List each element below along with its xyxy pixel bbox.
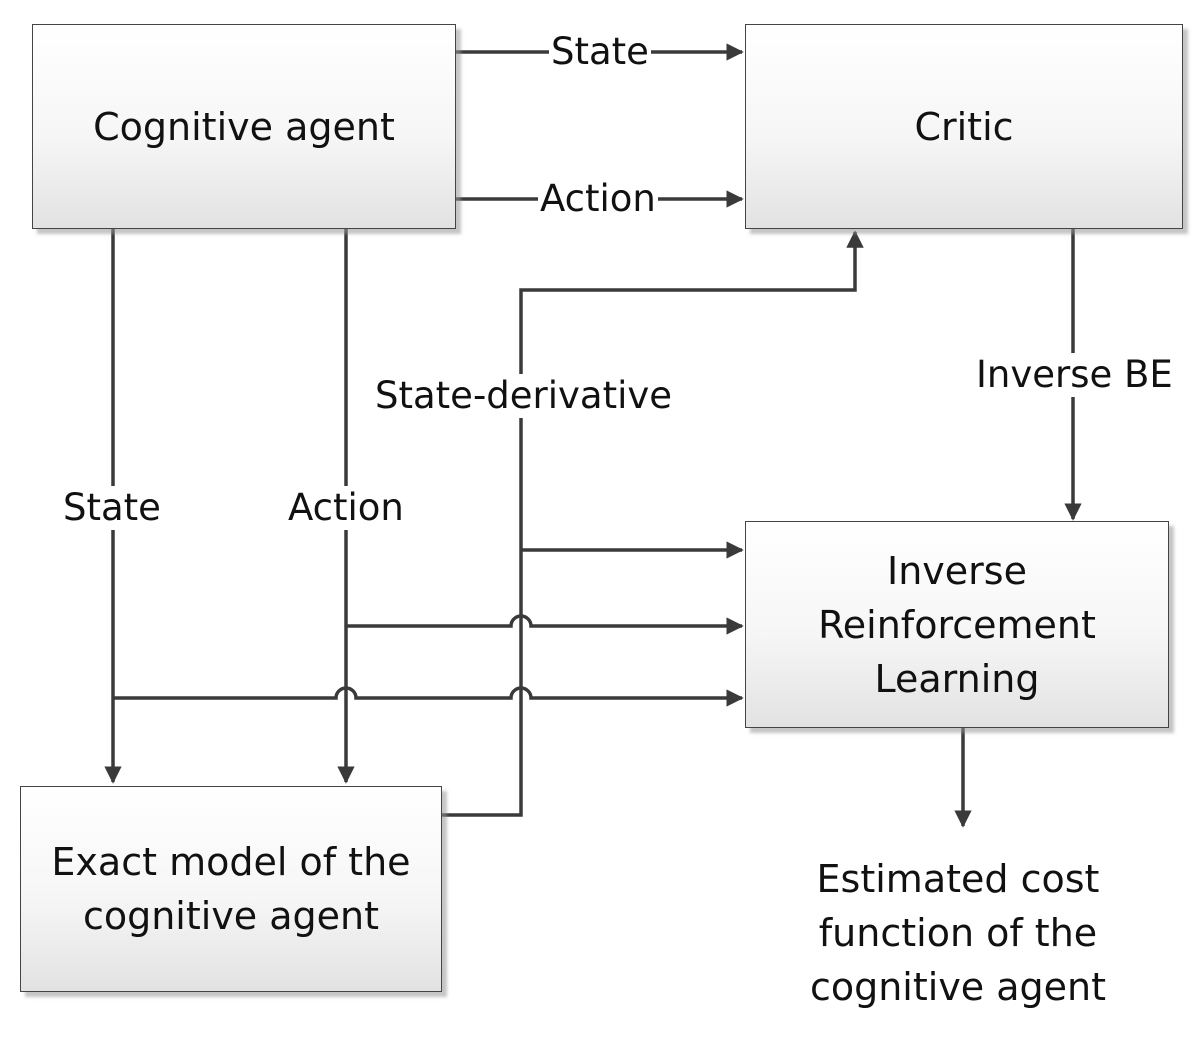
node-cognitive-agent-label: Cognitive agent [93,104,395,149]
node-cognitive-agent: Cognitive agent [32,24,456,229]
edge-label-state-left: State [61,486,163,530]
arrow-state-to-irl [113,686,744,707]
node-critic-label: Critic [914,104,1014,149]
node-inverse-reinforcement-learning: Inverse Reinforcement Learning [745,521,1169,728]
node-exact-model-label: Exact model of the cognitive agent [51,840,411,938]
arrow-action-to-irl [346,614,744,635]
edge-label-action-left: Action [286,486,406,530]
edge-label-action-top: Action [538,177,658,221]
node-exact-model: Exact model of the cognitive agent [20,786,442,992]
edge-label-state-top: State [549,30,651,74]
node-critic: Critic [745,24,1183,229]
edge-label-state-derivative: State-derivative [373,374,675,418]
arrow-state-derivative-to-critic [442,230,864,817]
edge-label-inverse-be: Inverse BE [974,353,1175,397]
output-estimated-cost: Estimated cost function of the cognitive… [809,857,1107,1009]
node-irl-label: Inverse Reinforcement Learning [818,548,1096,701]
